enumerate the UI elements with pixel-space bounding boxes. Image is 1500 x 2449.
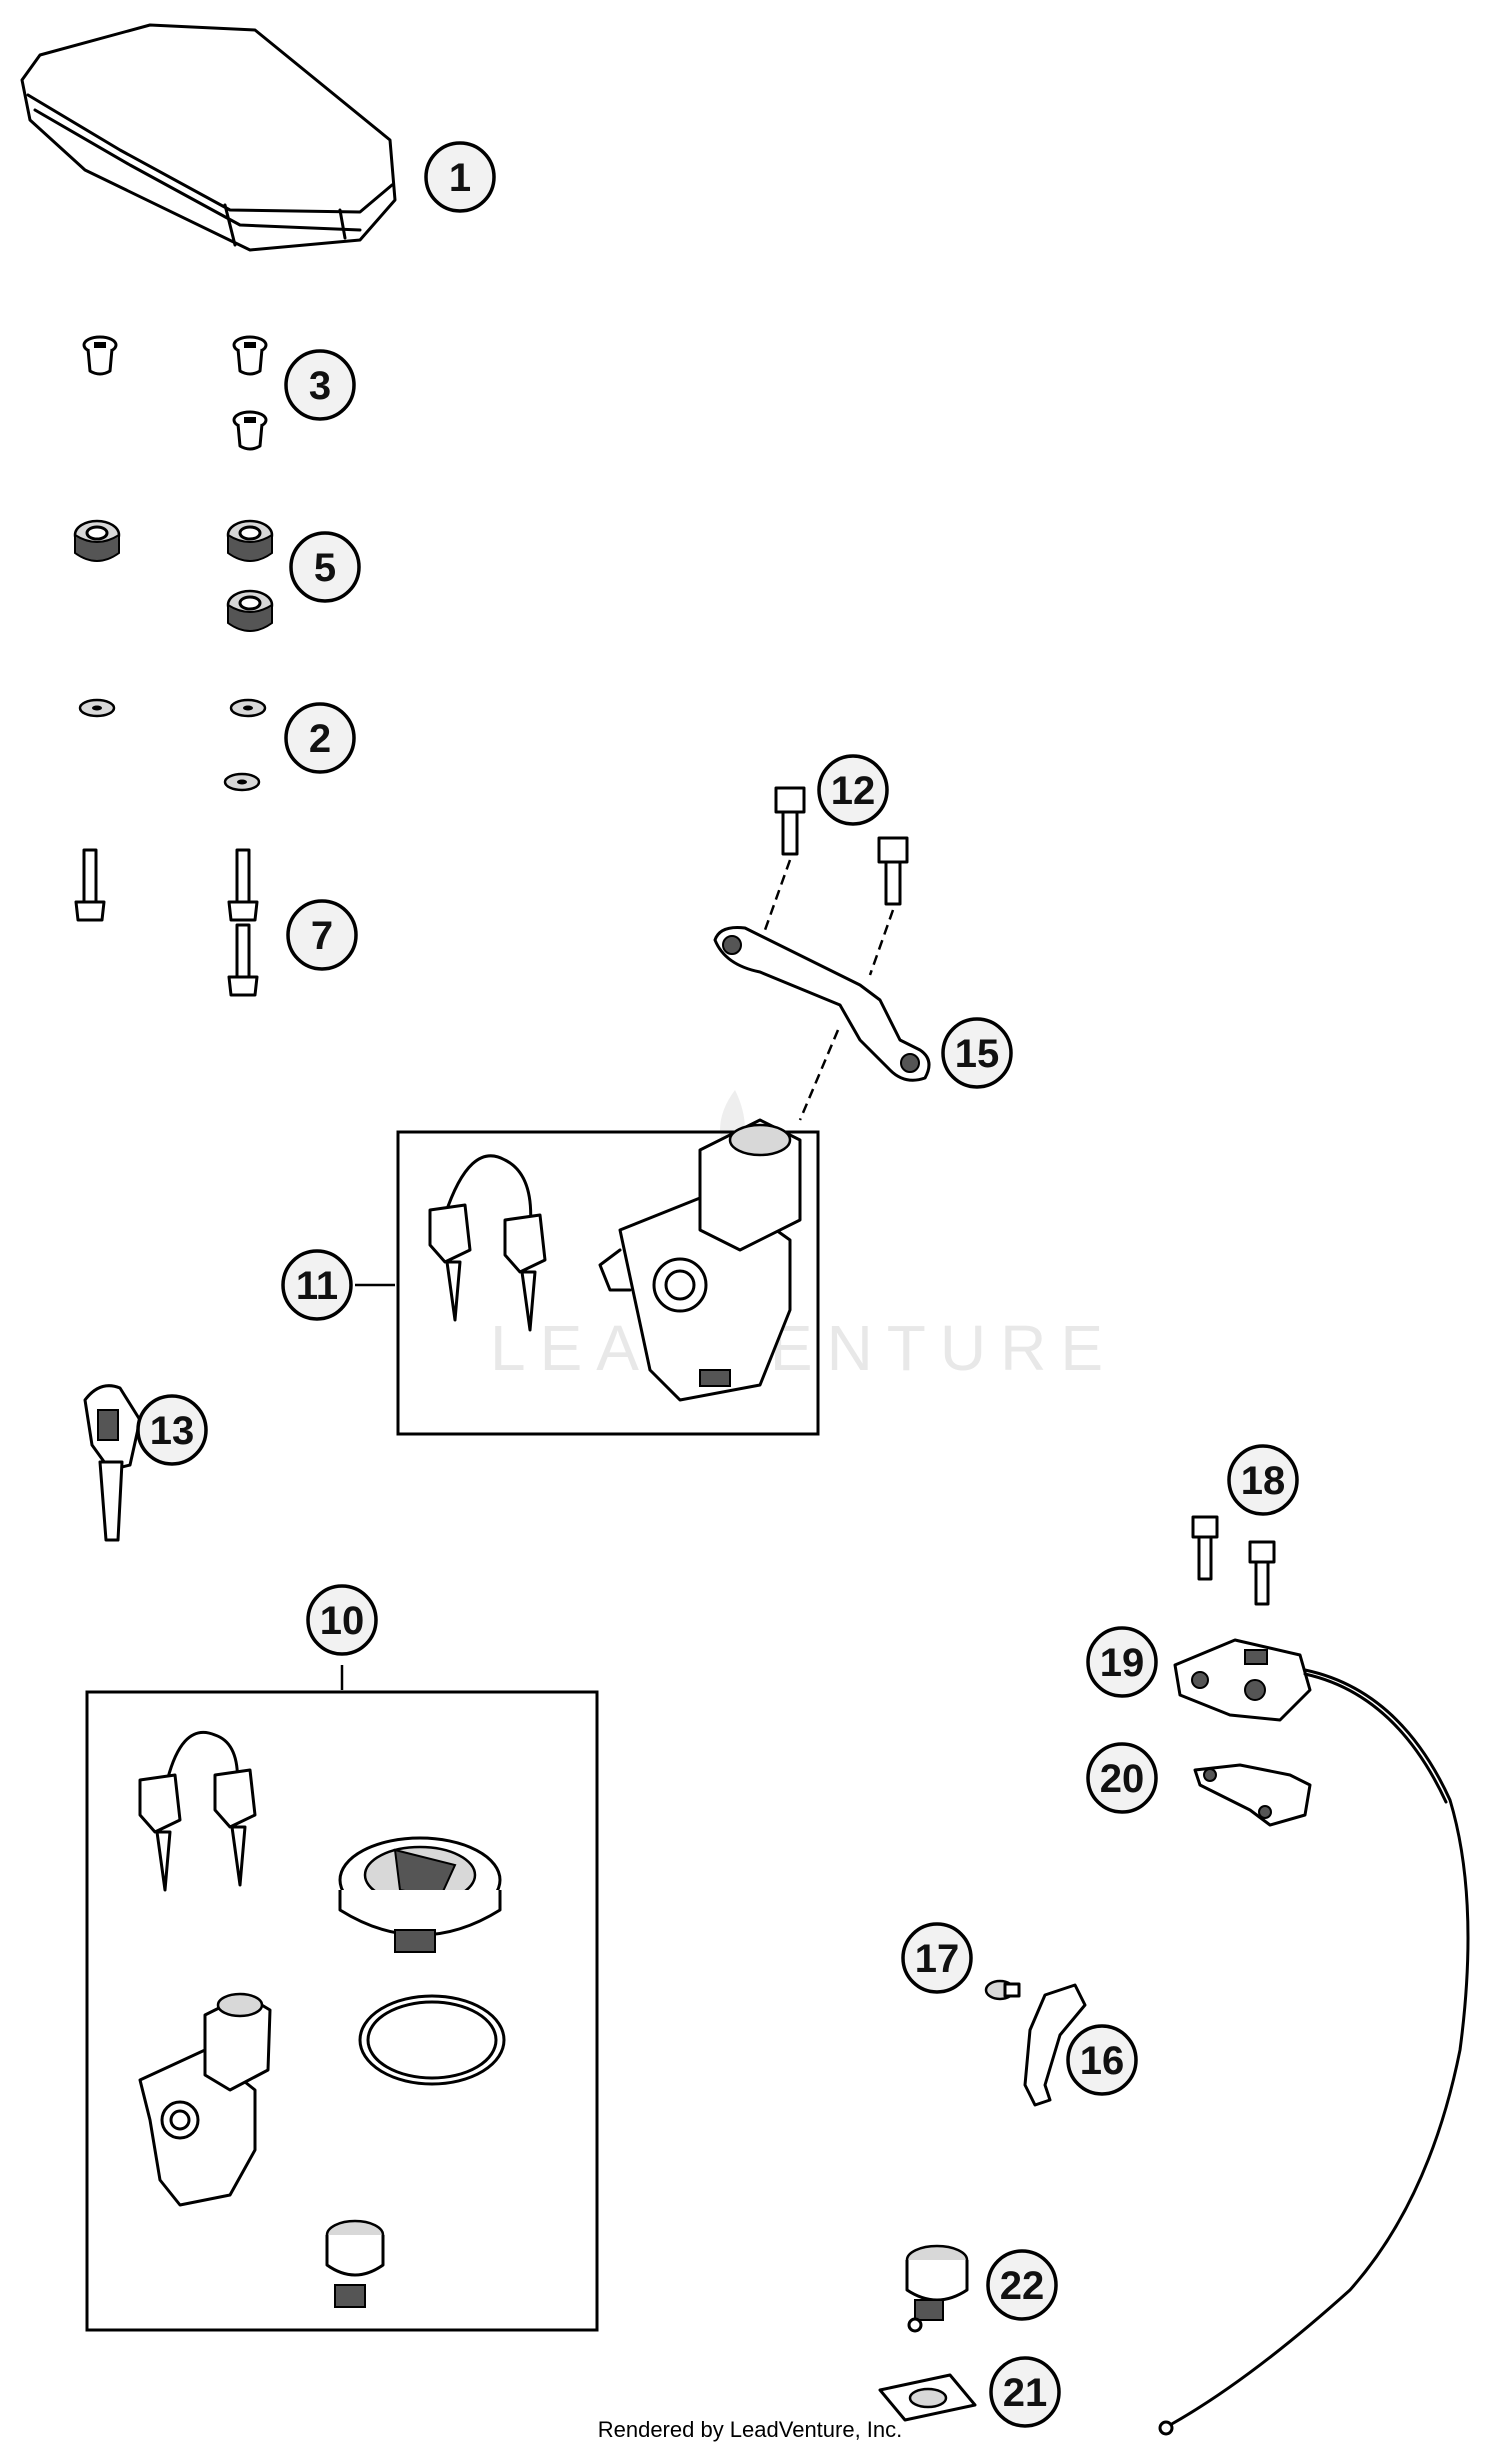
- callout-5[interactable]: 5: [289, 531, 361, 603]
- screw-group[interactable]: [74, 848, 259, 997]
- svg-text:2: 2: [309, 717, 331, 761]
- washer-group[interactable]: [78, 698, 267, 792]
- svg-text:10: 10: [320, 1599, 365, 1643]
- transponder-key[interactable]: [83, 1384, 142, 1542]
- svg-text:22: 22: [1000, 2264, 1045, 2308]
- callout-22[interactable]: 22: [986, 2249, 1058, 2321]
- seat-lock-22[interactable]: [905, 2244, 969, 2333]
- svg-text:5: 5: [314, 546, 336, 590]
- watermark: LEADVENTURE: [490, 1090, 1117, 1384]
- leader-lines: [340, 1283, 395, 1690]
- callouts: 1 3 5 2 7 12 15 11 13 10 18 19 20 17 16 …: [136, 141, 1299, 2428]
- svg-text:1: 1: [449, 156, 471, 200]
- callout-18[interactable]: 18: [1227, 1444, 1299, 1516]
- callout-19[interactable]: 19: [1086, 1626, 1158, 1698]
- callout-16[interactable]: 16: [1066, 2024, 1138, 2096]
- bracket-16[interactable]: [1023, 1983, 1087, 2107]
- bracket-15[interactable]: [713, 926, 931, 1121]
- callout-20[interactable]: 20: [1086, 1742, 1158, 1814]
- footer-credit: Rendered by LeadVenture, Inc.: [598, 2417, 903, 2442]
- callout-10[interactable]: 10: [306, 1584, 378, 1656]
- svg-text:20: 20: [1100, 1757, 1145, 1801]
- seat-lock-cable[interactable]: [1158, 1638, 1470, 2436]
- svg-text:16: 16: [1080, 2039, 1125, 2083]
- svg-text:13: 13: [150, 1409, 195, 1453]
- callout-11[interactable]: 11: [281, 1249, 353, 1321]
- svg-text:15: 15: [955, 1032, 1000, 1076]
- callout-7[interactable]: 7: [286, 899, 358, 971]
- callout-13[interactable]: 13: [136, 1394, 208, 1466]
- svg-text:19: 19: [1100, 1641, 1145, 1685]
- plate-20[interactable]: [1193, 1763, 1312, 1827]
- svg-text:12: 12: [831, 769, 876, 813]
- svg-text:7: 7: [311, 914, 333, 958]
- svg-text:3: 3: [309, 364, 331, 408]
- seat-cushion[interactable]: [20, 23, 397, 252]
- svg-text:17: 17: [915, 1937, 960, 1981]
- callout-17[interactable]: 17: [901, 1922, 973, 1994]
- callout-21[interactable]: 21: [989, 2356, 1061, 2428]
- bolt-12-group[interactable]: [763, 786, 909, 976]
- grommet-group[interactable]: [73, 519, 274, 632]
- svg-text:18: 18: [1241, 1459, 1286, 1503]
- callout-2[interactable]: 2: [284, 702, 356, 774]
- callout-12[interactable]: 12: [817, 754, 889, 826]
- watermark-text: LEADVENTURE: [490, 1312, 1117, 1384]
- svg-text:21: 21: [1003, 2371, 1048, 2415]
- gasket-21[interactable]: [878, 2373, 977, 2422]
- svg-text:11: 11: [296, 1264, 338, 1308]
- bushing-group[interactable]: [82, 335, 268, 451]
- ignition-lock-set-box[interactable]: [396, 1118, 820, 1436]
- callout-15[interactable]: 15: [941, 1017, 1013, 1089]
- bolt-17[interactable]: [984, 1979, 1021, 2001]
- callout-3[interactable]: 3: [284, 349, 356, 421]
- bolt-18-group[interactable]: [1191, 1515, 1276, 1606]
- callout-1[interactable]: 1: [424, 141, 496, 213]
- lock-set-box[interactable]: [85, 1690, 599, 2332]
